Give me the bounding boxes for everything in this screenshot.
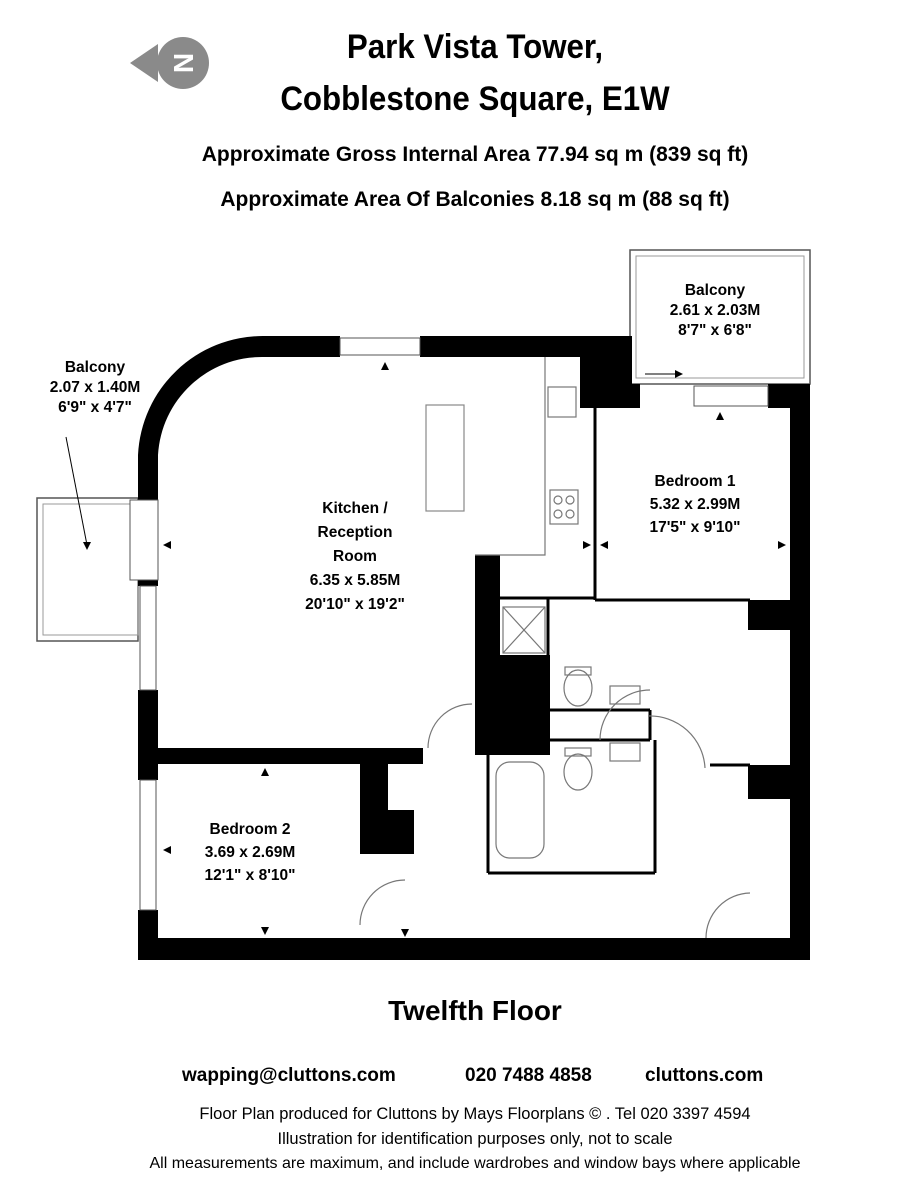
balcony-left-name: Balcony — [64, 359, 126, 376]
bedroom1-label: Bedroom 1 5.32 x 2.99M 17'5" x 9'10" — [625, 470, 765, 539]
bathroom-fixtures — [359, 606, 751, 939]
gross-internal-area: Approximate Gross Internal Area 77.94 sq… — [201, 143, 749, 166]
bedroom2-label: Bedroom 2 3.69 x 2.69M 12'1" x 8'10" — [180, 818, 320, 887]
balcony-area: Approximate Area Of Balconies 8.18 sq m … — [220, 188, 730, 211]
kitchen-reception-label: Kitchen / Reception Room 6.35 x 5.85M 20… — [285, 497, 425, 617]
property-title-line2: Cobblestone Square, E1W — [280, 80, 670, 118]
balcony-left-outline — [36, 497, 139, 642]
property-title-line1: Park Vista Tower, — [346, 28, 604, 66]
balcony-top-name: Balcony — [684, 282, 746, 299]
footer-line1: Floor Plan produced for Cluttons by Mays… — [199, 1105, 751, 1123]
windows — [129, 337, 769, 911]
bedroom1-name: Bedroom 1 — [654, 473, 736, 490]
interior-walls — [486, 408, 750, 875]
footer-line2: Illustration for identification purposes… — [277, 1130, 673, 1148]
compass-letter: N — [168, 53, 199, 73]
north-compass-icon: N — [130, 37, 209, 89]
kitchen-name-line1: Kitchen / — [322, 500, 388, 517]
kitchen-name-line2: Reception — [317, 524, 393, 541]
contact-phone[interactable]: 020 7488 4858 — [465, 1065, 592, 1086]
balcony-top-metric: 2.61 x 2.03M — [669, 302, 761, 319]
kitchen-units — [425, 357, 579, 556]
bedroom1-imperial: 17'5" x 9'10" — [649, 519, 741, 536]
bedroom1-metric: 5.32 x 2.99M — [649, 496, 741, 513]
bedroom2-imperial: 12'1" x 8'10" — [204, 867, 296, 884]
balcony-top-label: Balcony 2.61 x 2.03M 8'7" x 6'8" — [650, 281, 780, 341]
balcony-left-label: Balcony 2.07 x 1.40M 6'9" x 4'7" — [30, 358, 160, 418]
bedroom2-metric: 3.69 x 2.69M — [204, 844, 296, 861]
contact-email[interactable]: wapping@cluttons.com — [182, 1065, 396, 1086]
balcony-top-outline — [629, 249, 811, 385]
balcony-left-imperial: 6'9" x 4'7" — [58, 399, 132, 416]
kitchen-metric: 6.35 x 5.85M — [309, 572, 401, 589]
bedroom2-name: Bedroom 2 — [209, 821, 291, 838]
contact-website[interactable]: cluttons.com — [645, 1065, 764, 1086]
balcony-top-imperial: 8'7" x 6'8" — [678, 322, 752, 339]
kitchen-name-line3: Room — [333, 548, 377, 565]
exterior-walls — [138, 335, 810, 960]
kitchen-imperial: 20'10" x 19'2" — [305, 596, 405, 613]
footer-line3: All measurements are maximum, and includ… — [149, 1155, 801, 1172]
balcony-left-metric: 2.07 x 1.40M — [49, 379, 141, 396]
floor-name: Twelfth Floor — [388, 995, 562, 1026]
dimension-arrows — [83, 362, 786, 937]
